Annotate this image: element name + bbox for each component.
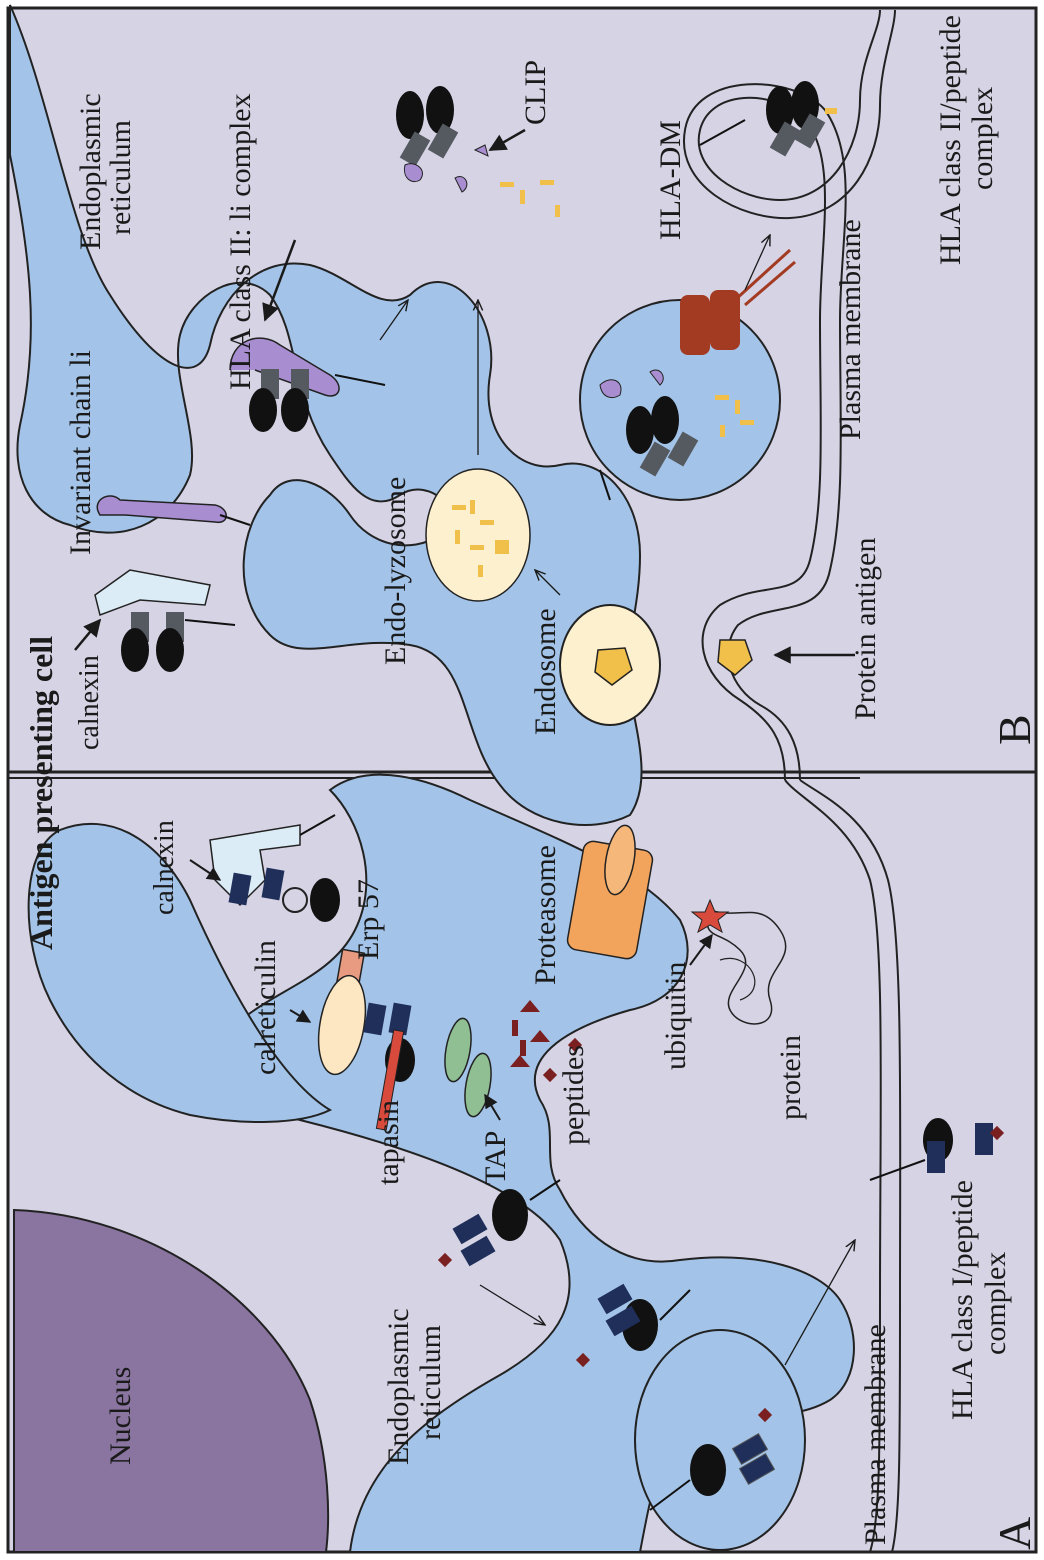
label-tap: TAP (479, 1131, 512, 1185)
label-hla1-2: complex (979, 1252, 1012, 1355)
label-clip: CLIP (519, 60, 552, 125)
label-er-b-1: Endoplasmic (74, 93, 107, 250)
label-peptides: peptides (557, 1045, 590, 1145)
label-ubiquitin: ubiquitin (659, 962, 692, 1070)
label-endo-lyzosome: Endo-lyzosome (379, 477, 412, 665)
endo-lyzosome (426, 469, 530, 601)
label-er-b-2: reticulum (104, 120, 137, 235)
label-hla-dm: HLA-DM (654, 120, 687, 240)
label-hla1-1: HLA class I/peptide (946, 1180, 979, 1420)
label-hla2-2: complex (966, 87, 999, 190)
label-plasma-membrane-b: Plasma membrane (834, 219, 867, 440)
label-er-a-2: reticulum (414, 1325, 447, 1440)
label-er-a-1: Endoplasmic (382, 1308, 415, 1465)
label-hla2-li: HLA class II: li complex (224, 93, 257, 390)
vesicle-mhc1 (635, 1330, 805, 1550)
label-calnexin-a: calnexin (149, 820, 180, 915)
label-hla2-1: HLA class II/peptide (934, 15, 967, 265)
label-protein: protein (774, 1035, 807, 1120)
label-calreticulin: calreticulin (249, 940, 282, 1075)
panel-label-a: A (989, 1517, 1040, 1550)
label-calnexin-b: calnexin (74, 655, 105, 750)
label-tapasin: tapasin (372, 1100, 405, 1185)
label-invariant-chain: Invariant chain li (64, 350, 97, 555)
label-endosome: Endosome (529, 608, 562, 735)
label-nucleus: Nucleus (104, 1367, 137, 1465)
label-erp57: Erp 57 (352, 879, 385, 960)
title: Antigen presenting cell (23, 636, 59, 950)
label-plasma-membrane-a: Plasma membrane (859, 1324, 892, 1545)
panel-label-b: B (989, 714, 1040, 745)
label-proteasome: Proteasome (529, 845, 562, 985)
label-protein-antigen: Protein antigen (849, 538, 882, 720)
